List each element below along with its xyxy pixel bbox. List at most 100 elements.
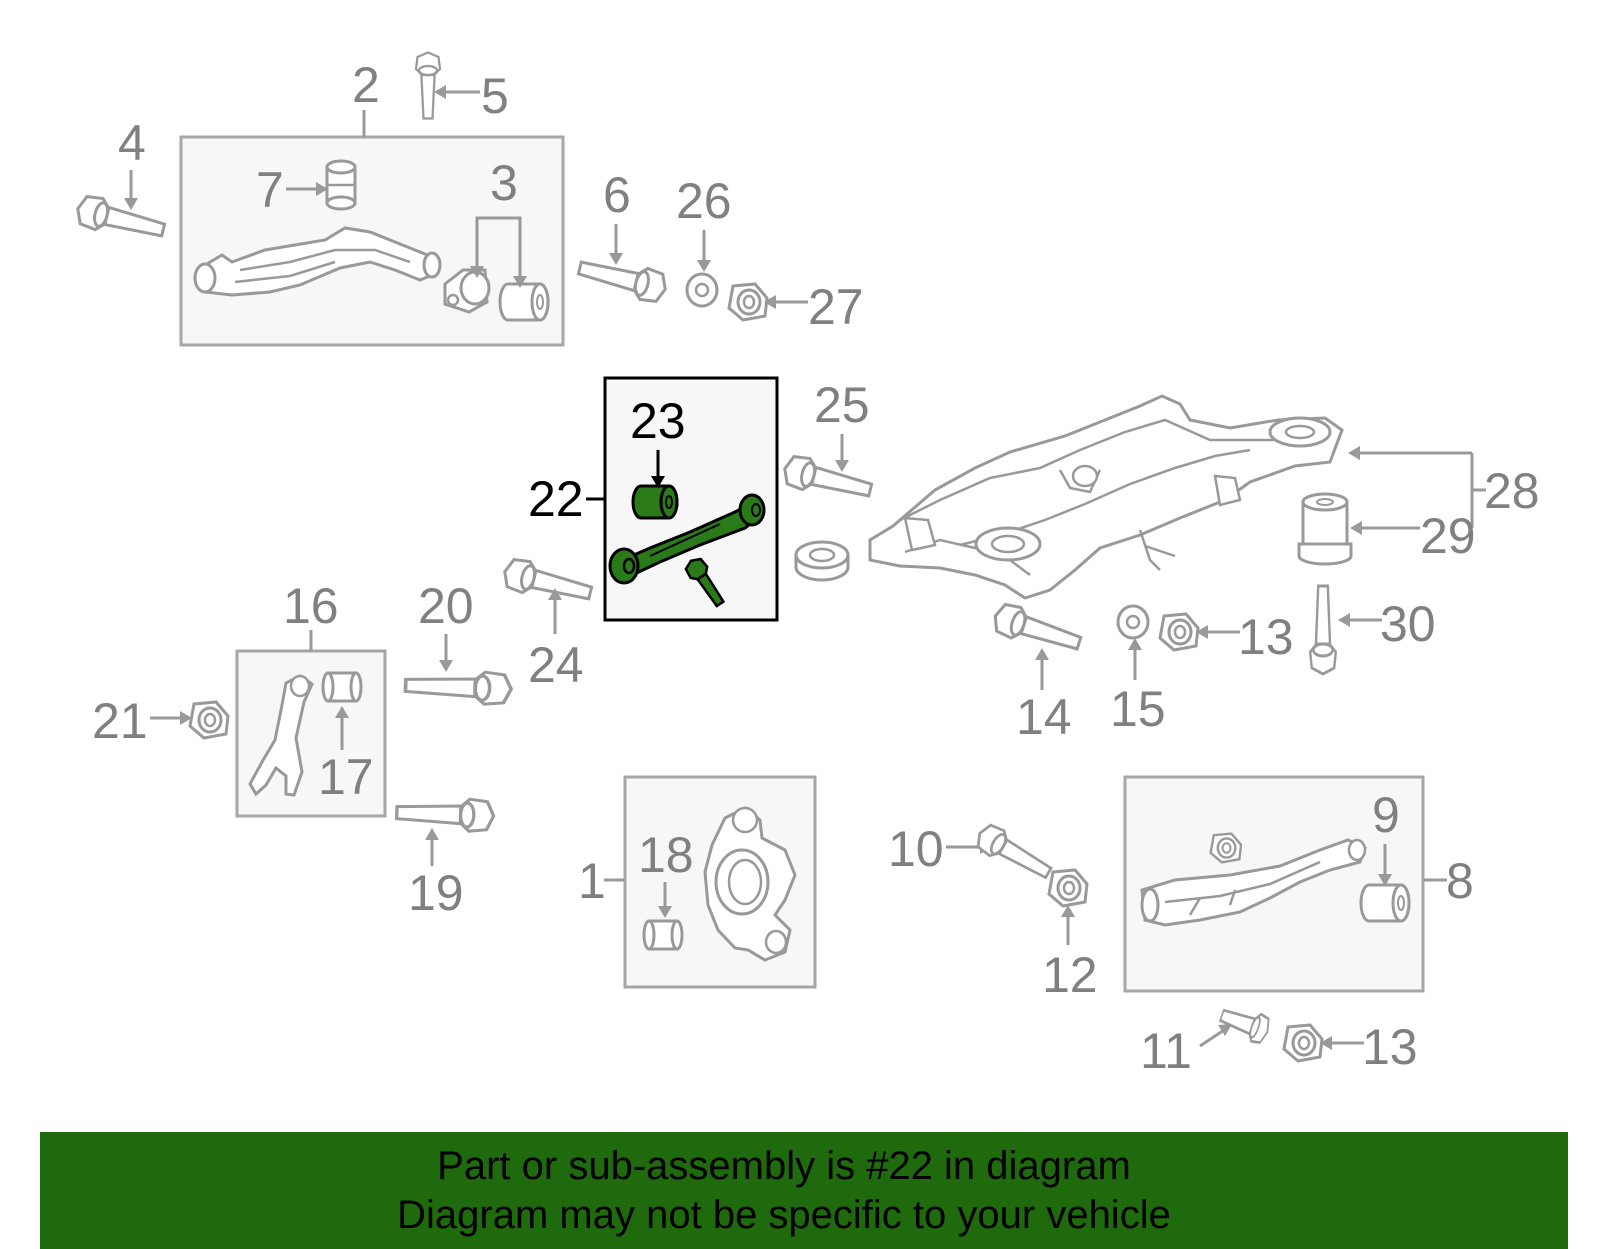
svg-text:16: 16 — [283, 578, 339, 634]
callout-17: 17 — [318, 706, 374, 805]
svg-text:9: 9 — [1372, 787, 1400, 843]
part-20-bolt — [403, 667, 514, 707]
part-12-nut — [1047, 868, 1089, 908]
svg-text:2: 2 — [352, 57, 380, 113]
part-8-assembly-box — [1123, 775, 1425, 993]
callout-9: 9 — [1372, 787, 1400, 886]
banner-line-1: Part or sub-assembly is #22 in diagram — [437, 1144, 1131, 1188]
upper-control-arm — [193, 226, 442, 297]
callout-1: 1 — [578, 853, 625, 909]
svg-text:20: 20 — [418, 578, 474, 634]
callout-19: 19 — [408, 828, 464, 921]
part-30-bolt — [1308, 584, 1338, 676]
callout-25: 25 — [814, 377, 870, 472]
part-24-bolt — [499, 554, 596, 611]
callout-13-upper: 13 — [1196, 609, 1294, 665]
part-4-bolt — [72, 191, 169, 248]
callout-22: 22 — [528, 471, 605, 527]
callout-10: 10 — [888, 821, 992, 877]
svg-text:29: 29 — [1420, 508, 1476, 564]
callout-8: 8 — [1423, 853, 1474, 909]
part-16-link — [248, 674, 314, 797]
part-3-bushing-bracket — [443, 268, 491, 314]
callout-26: 26 — [676, 173, 732, 272]
svg-text:25: 25 — [814, 377, 870, 433]
banner-line-2: Diagram may not be specific to your vehi… — [397, 1193, 1171, 1237]
callout-13-lower: 13 — [1320, 1019, 1418, 1075]
part-1-knuckle — [703, 806, 797, 962]
part-14-bolt — [988, 599, 1086, 660]
part-9-bushing — [1359, 883, 1411, 923]
part-8-nut — [1209, 832, 1243, 864]
callout-16: 16 — [283, 578, 339, 651]
svg-text:28: 28 — [1484, 463, 1540, 519]
svg-text:17: 17 — [318, 749, 374, 805]
part-7-bushing — [325, 159, 357, 211]
part-25-bolt — [779, 451, 876, 508]
svg-text:4: 4 — [118, 115, 146, 171]
callout-30: 30 — [1338, 596, 1436, 652]
part-8-trailing-arm — [1140, 838, 1367, 927]
svg-text:24: 24 — [528, 637, 584, 693]
svg-text:23: 23 — [630, 393, 686, 449]
part-2-assembly-box — [179, 135, 565, 347]
svg-text:11: 11 — [1140, 1023, 1192, 1079]
part-1-assembly-box — [623, 775, 817, 989]
callout-7: 7 — [256, 162, 328, 218]
svg-text:8: 8 — [1446, 853, 1474, 909]
part-26-washer — [685, 272, 719, 308]
part-21-nut — [188, 700, 230, 740]
part-29-subframe-bushing — [1297, 492, 1353, 566]
callout-3: 3 — [470, 155, 527, 288]
callout-29: 29 — [1350, 508, 1476, 564]
svg-text:13: 13 — [1238, 609, 1294, 665]
part-13-nut-upper — [1158, 612, 1200, 652]
callout-21: 21 — [92, 693, 192, 749]
callout-15: 15 — [1110, 638, 1166, 737]
svg-text:19: 19 — [408, 865, 464, 921]
svg-text:26: 26 — [676, 173, 732, 229]
svg-text:22: 22 — [528, 471, 584, 527]
callout-14: 14 — [1016, 648, 1072, 745]
part-27-nut — [727, 282, 769, 322]
part-22-bolt-highlighted — [684, 557, 726, 608]
part-6-bolt — [574, 250, 671, 307]
svg-text:15: 15 — [1110, 681, 1166, 737]
svg-text:3: 3 — [490, 155, 518, 211]
callout-5: 5 — [434, 68, 509, 124]
part-19-bolt — [394, 794, 496, 834]
part-5-bolt — [414, 51, 442, 120]
part-info-banner: Part or sub-assembly is #22 in diagram D… — [40, 1132, 1568, 1249]
callout-18: 18 — [638, 827, 694, 918]
part-15-washer — [1116, 604, 1150, 640]
svg-text:27: 27 — [808, 279, 864, 335]
callout-28: 28 — [1348, 446, 1540, 528]
callout-12: 12 — [1042, 905, 1098, 1003]
svg-text:6: 6 — [603, 167, 631, 223]
svg-text:30: 30 — [1380, 596, 1436, 652]
svg-text:13: 13 — [1362, 1019, 1418, 1075]
callout-6: 6 — [603, 167, 631, 265]
callout-4: 4 — [118, 115, 146, 210]
callout-27: 27 — [764, 279, 864, 335]
part-11-bolt — [1215, 1000, 1274, 1047]
part-3-bushing — [498, 282, 550, 322]
parts-diagram: 2 3 7 4 5 6 26 — [72, 51, 1540, 1079]
callout-24: 24 — [528, 588, 584, 693]
subframe-mount-left — [794, 540, 850, 582]
part-17-bushing — [321, 671, 363, 703]
part-13-nut-lower — [1282, 1023, 1324, 1063]
callout-20: 20 — [418, 578, 474, 672]
callout-11: 11 — [1140, 1023, 1232, 1079]
svg-text:10: 10 — [888, 821, 944, 877]
part-22-lateral-link-highlighted — [608, 493, 766, 585]
callout-23: 23 — [630, 393, 686, 488]
part-23-bushing-highlighted — [631, 484, 679, 520]
svg-text:1: 1 — [578, 853, 606, 909]
part-28-subframe — [868, 394, 1344, 600]
svg-text:12: 12 — [1042, 947, 1098, 1003]
part-10-bolt — [971, 819, 1057, 887]
svg-text:21: 21 — [92, 693, 148, 749]
svg-text:5: 5 — [481, 68, 509, 124]
svg-text:14: 14 — [1016, 689, 1072, 745]
